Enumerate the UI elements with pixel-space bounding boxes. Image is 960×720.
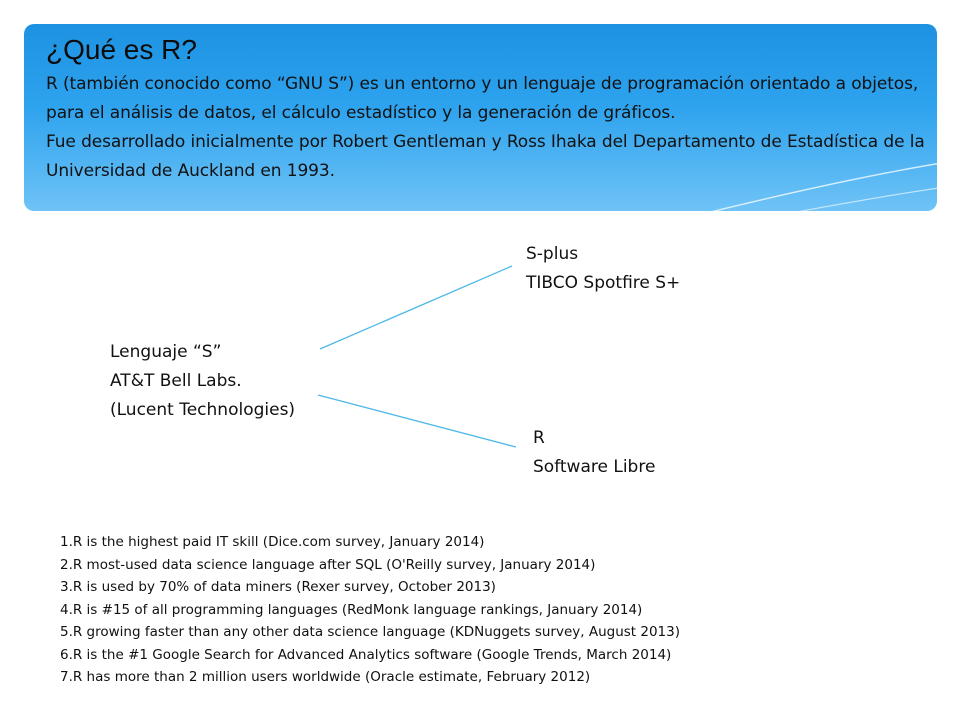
connector-to-splus xyxy=(319,265,513,350)
list-item: 1.R is the highest paid IT skill (Dice.c… xyxy=(60,534,485,550)
root-line-3: (Lucent Technologies) xyxy=(110,400,296,420)
description-paragraph-history: Fue desarrollado inicialmente por Robert… xyxy=(46,132,925,181)
branch-bottom-line-1: R xyxy=(533,428,545,448)
root-line-1: Lenguaje “S” xyxy=(110,342,222,362)
description-paragraph-definition: R (también conocido como “GNU S”) es un … xyxy=(46,74,919,123)
facts-list: 1.R is the highest paid IT skill (Dice.c… xyxy=(60,531,680,689)
list-item: 6.R is the #1 Google Search for Advanced… xyxy=(60,646,672,663)
list-item: 5.R growing faster than any other data s… xyxy=(60,624,681,640)
list-item: 4.R is #15 of all programming languages … xyxy=(60,601,643,618)
branch-node-splus: S-plus TIBCO Spotfire S+ xyxy=(526,240,680,298)
list-item: 2.R most-used data science language afte… xyxy=(60,556,596,573)
branch-node-r: R Software Libre xyxy=(533,424,655,482)
swoosh-line-3 xyxy=(859,235,960,259)
branch-top-line-1: S-plus xyxy=(526,244,579,264)
branch-top-line-2: TIBCO Spotfire S+ xyxy=(526,273,681,293)
slide-description: R (también conocido como “GNU S”) es un … xyxy=(46,70,926,186)
branch-bottom-line-2: Software Libre xyxy=(533,457,656,477)
list-item: 7.R has more than 2 million users worldw… xyxy=(60,669,591,685)
connector-to-r xyxy=(317,394,517,448)
list-item: 3.R is used by 70% of data miners (Rexer… xyxy=(60,579,496,595)
slide-title: ¿Qué es R? xyxy=(46,34,197,65)
root-line-2: AT&T Bell Labs. xyxy=(110,371,242,391)
root-node-s-language: Lenguaje “S” AT&T Bell Labs. (Lucent Tec… xyxy=(110,338,295,425)
